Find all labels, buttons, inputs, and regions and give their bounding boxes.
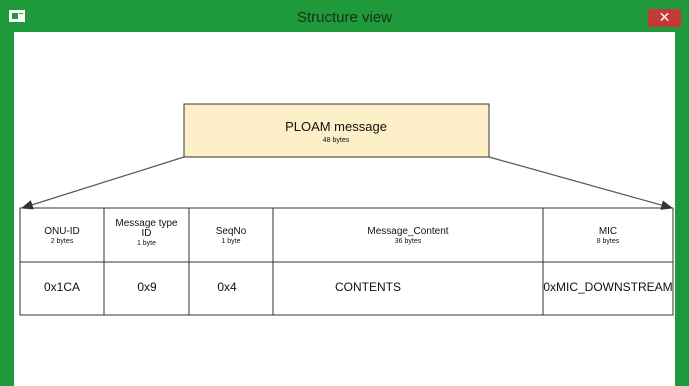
field-value: CONTENTS — [335, 280, 401, 294]
field-size: 1 byte — [137, 240, 156, 247]
close-button[interactable]: ✕ — [648, 9, 681, 27]
field-value: 0x9 — [137, 280, 157, 294]
field-size: 2 bytes — [51, 238, 74, 245]
title-bar[interactable]: Structure view ✕ — [0, 0, 689, 32]
window-title: Structure view — [296, 9, 393, 26]
field-value: 0x1CA — [44, 280, 80, 294]
expand-arrow-left — [20, 156, 185, 210]
field-name: Message type — [115, 218, 178, 229]
field-size: 8 bytes — [597, 238, 620, 245]
field-name: Message_Content — [367, 226, 448, 237]
field-size: 1 byte — [221, 238, 240, 245]
app-window-icon[interactable] — [9, 10, 25, 22]
ploam-message-box[interactable] — [183, 103, 490, 158]
field-name: ID — [142, 228, 152, 239]
field-name: MIC — [599, 226, 617, 237]
field-name: ONU-ID — [44, 226, 80, 237]
field-size: 36 bytes — [395, 238, 422, 245]
ploam-message-title: PLOAM message — [285, 119, 387, 134]
field-name: SeqNo — [216, 226, 247, 237]
field-value: 0x4 — [217, 280, 237, 294]
expand-arrow-right — [488, 156, 674, 210]
ploam-message-size: 48 bytes — [323, 137, 350, 144]
field-value: 0xMIC_DOWNSTREAM — [543, 280, 672, 294]
